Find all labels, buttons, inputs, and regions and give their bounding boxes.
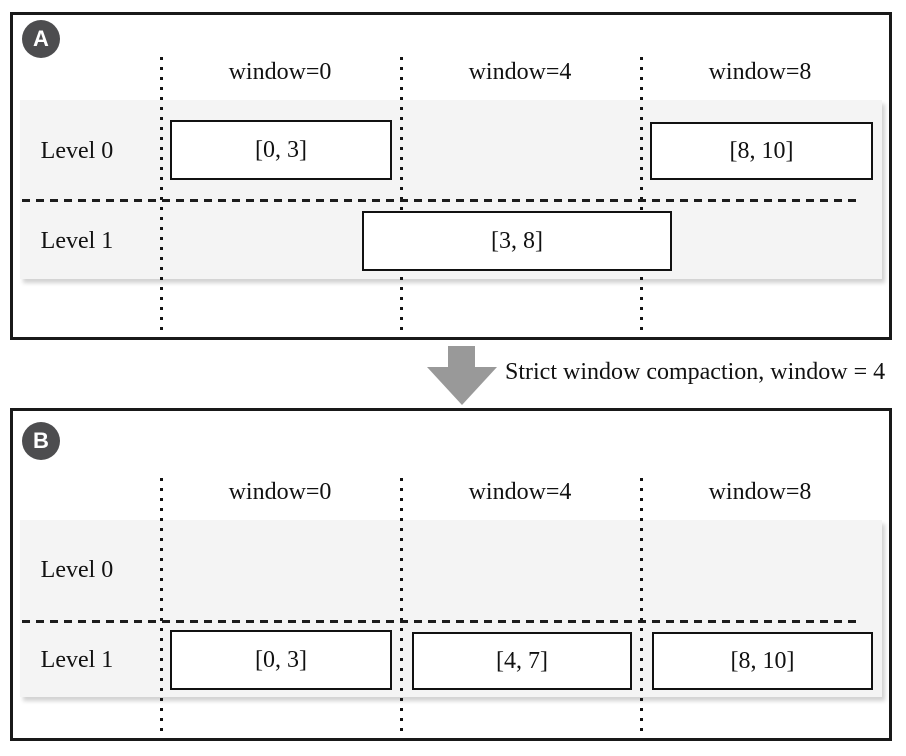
panel-a-header-window-4: window=4 [468, 59, 572, 85]
panel-b-level-0-label: Level 0 [40, 557, 114, 583]
panel-a-header-window-0: window=0 [228, 59, 332, 85]
panel-a-window-4-gridline [400, 57, 403, 330]
panel-a-level-1-label: Level 1 [40, 228, 114, 254]
panel-b-level-separator [22, 620, 858, 623]
panel-a-header-window-8: window=8 [708, 59, 812, 85]
panel-b-header-window-4: window=4 [468, 479, 572, 505]
panel-b-header-window-8: window=8 [708, 479, 812, 505]
panel-b-badge: B [22, 422, 60, 460]
interval-box-0-3: [0, 3] [170, 630, 392, 690]
transition-caption: Strict window compaction, window = 4 [505, 359, 886, 385]
panel-a-level-0-label: Level 0 [40, 138, 114, 164]
interval-box-8-10: [8, 10] [652, 632, 873, 690]
panel-a-level-separator [22, 199, 858, 202]
panel-b-window-8-gridline [640, 478, 643, 738]
panel-a: A window=0 window=4 window=8 Level 0 Lev… [10, 12, 892, 340]
panel-b-level-1-label: Level 1 [40, 647, 114, 673]
panel-b-window-0-gridline [160, 478, 163, 738]
interval-box-8-10: [8, 10] [650, 122, 873, 180]
interval-box-0-3: [0, 3] [170, 120, 392, 180]
down-arrow-icon [448, 346, 475, 368]
interval-box-4-7: [4, 7] [412, 632, 632, 690]
panel-a-window-0-gridline [160, 57, 163, 330]
panel-a-window-8-gridline [640, 57, 643, 330]
down-arrow-icon-head [427, 367, 497, 405]
panel-a-badge: A [22, 20, 60, 58]
interval-box-3-8: [3, 8] [362, 211, 672, 271]
panel-b-header-window-0: window=0 [228, 479, 332, 505]
panel-b: B window=0 window=4 window=8 Level 0 Lev… [10, 408, 892, 741]
panel-b-window-4-gridline [400, 478, 403, 738]
